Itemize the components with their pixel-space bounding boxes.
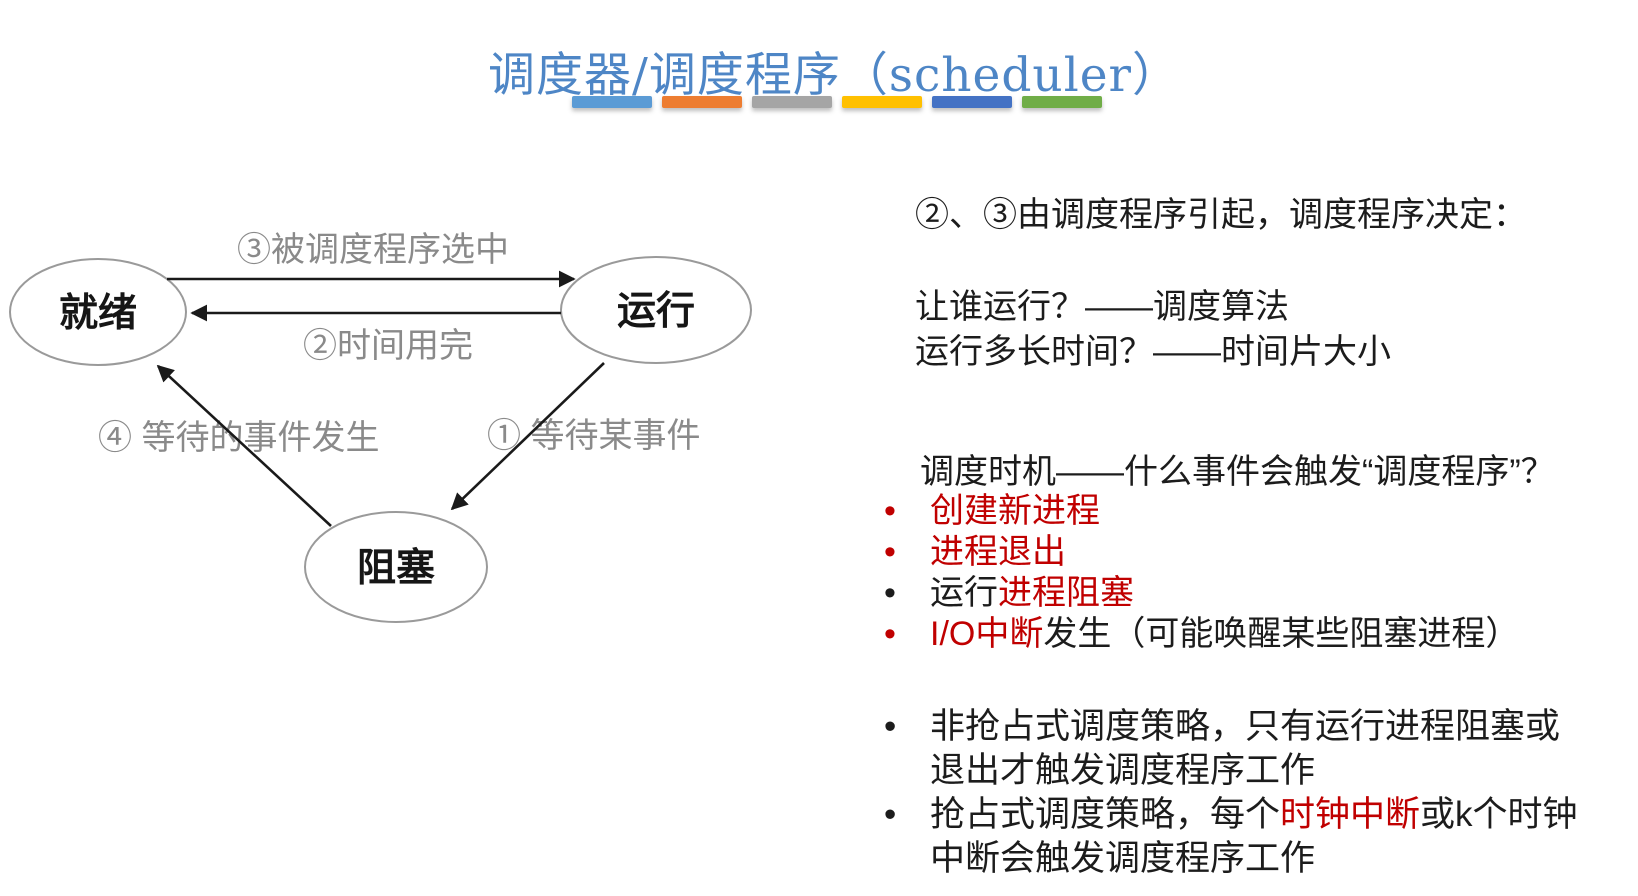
bullet-text: 退出才触发调度程序工作 [930,750,1315,792]
bullet-text: 抢占式调度策略，每个时钟中断或k个时钟 [930,794,1578,836]
state-label-running: 运行 [617,290,695,333]
text-segment: 退出才触发调度程序工作 [930,751,1316,790]
notes-timing-heading: 调度时机——什么事件会触发“调度程序”？ [920,453,1555,491]
bullet-text: 创建新进程 [930,492,1100,530]
underline-bar [752,96,832,108]
arrow-running-to-blocked [450,362,605,511]
arrow-blocked-to-ready [156,364,332,527]
state-label-blocked: 阻塞 [357,547,435,590]
bullet-dot: • [884,795,897,834]
state-label-ready: 就绪 [59,292,137,335]
state-ellipse-ready [9,258,187,366]
bullet-text: 非抢占式调度策略，只有运行进程阻塞或 [930,706,1560,748]
policy-bullet-line: 中断会触发调度程序工作 [884,838,1578,882]
text-segment: 非抢占式调度策略，只有运行进程阻塞或 [930,707,1561,746]
timing-bullet-list: • 创建新进程 • 进程退出 • 运行进程阻塞 • I/O中断发生（可能唤醒某些阻塞进程） [884,492,1519,656]
transition-label-2-time-used-up: ②时间用完 [303,327,473,365]
transition-label-3-selected-by-scheduler: ③被调度程序选中 [237,231,509,269]
slide-title: 调度器/调度程序（scheduler） [487,48,1181,103]
underline-bar [932,96,1012,108]
text-segment: 抢占式调度策略，每个 [930,795,1281,834]
bullet-dot: • [884,492,896,530]
timing-bullet: • I/O中断发生（可能唤醒某些阻塞进程） [884,615,1519,656]
timing-bullet: • 进程退出 [884,533,1519,574]
underline-bar [572,96,652,108]
title-underline-bars [572,96,1102,108]
bullet-dot: • [884,574,896,612]
policy-bullet-line: • 非抢占式调度策略，只有运行进程阻塞或 [884,706,1578,750]
transition-label-1-wait-for-event: ① 等待某事件 [487,417,700,455]
text-segment: 或k个时钟 [1420,795,1578,834]
state-diagram: 就绪 运行 阻塞 ③被调度程序选中 ②时间用完 ① 等待某事件 ④ 等待的事件发… [9,231,752,623]
timing-bullet: • 运行进程阻塞 [884,574,1519,615]
text-segment: 进程退出 [930,533,1066,571]
text-segment: 中断会触发调度程序工作 [930,839,1316,878]
bullet-text: 中断会触发调度程序工作 [930,838,1315,880]
underline-bar [1022,96,1102,108]
text-segment: 创建新进程 [930,492,1100,530]
underline-bar [842,96,922,108]
state-ellipse-running [560,256,752,364]
timing-bullet: • 创建新进程 [884,492,1519,533]
notes-question-who-runs: 让谁运行？——调度算法 [915,288,1289,326]
underline-bar [662,96,742,108]
bullet-dot: • [884,615,896,653]
bullet-dot: • [884,533,896,571]
text-segment: 时钟中断 [1280,795,1421,834]
bullet-text: I/O中断发生（可能唤醒某些阻塞进程） [930,615,1519,653]
policy-bullet-line: • 抢占式调度策略，每个时钟中断或k个时钟 [884,794,1578,838]
notes-question-how-long: 运行多长时间？——时间片大小 [915,333,1391,371]
text-segment: 运行 [930,574,998,612]
text-segment: I/O中断 [930,615,1044,653]
notes-intro: ②、③由调度程序引起，调度程序决定： [915,196,1527,234]
state-ellipse-blocked [304,511,488,623]
bullet-dot: • [884,707,897,746]
text-segment: 进程阻塞 [998,574,1134,612]
transition-label-4-event-occurs: ④ 等待的事件发生 [98,419,379,457]
text-segment: 发生（可能唤醒某些阻塞进程） [1043,615,1520,653]
bullet-text: 进程退出 [930,533,1066,571]
policy-bullet-list: • 非抢占式调度策略，只有运行进程阻塞或退出才触发调度程序工作 • 抢占式调度策略，每… [884,706,1578,882]
policy-bullet-line: 退出才触发调度程序工作 [884,750,1578,794]
bullet-text: 运行进程阻塞 [930,574,1134,612]
